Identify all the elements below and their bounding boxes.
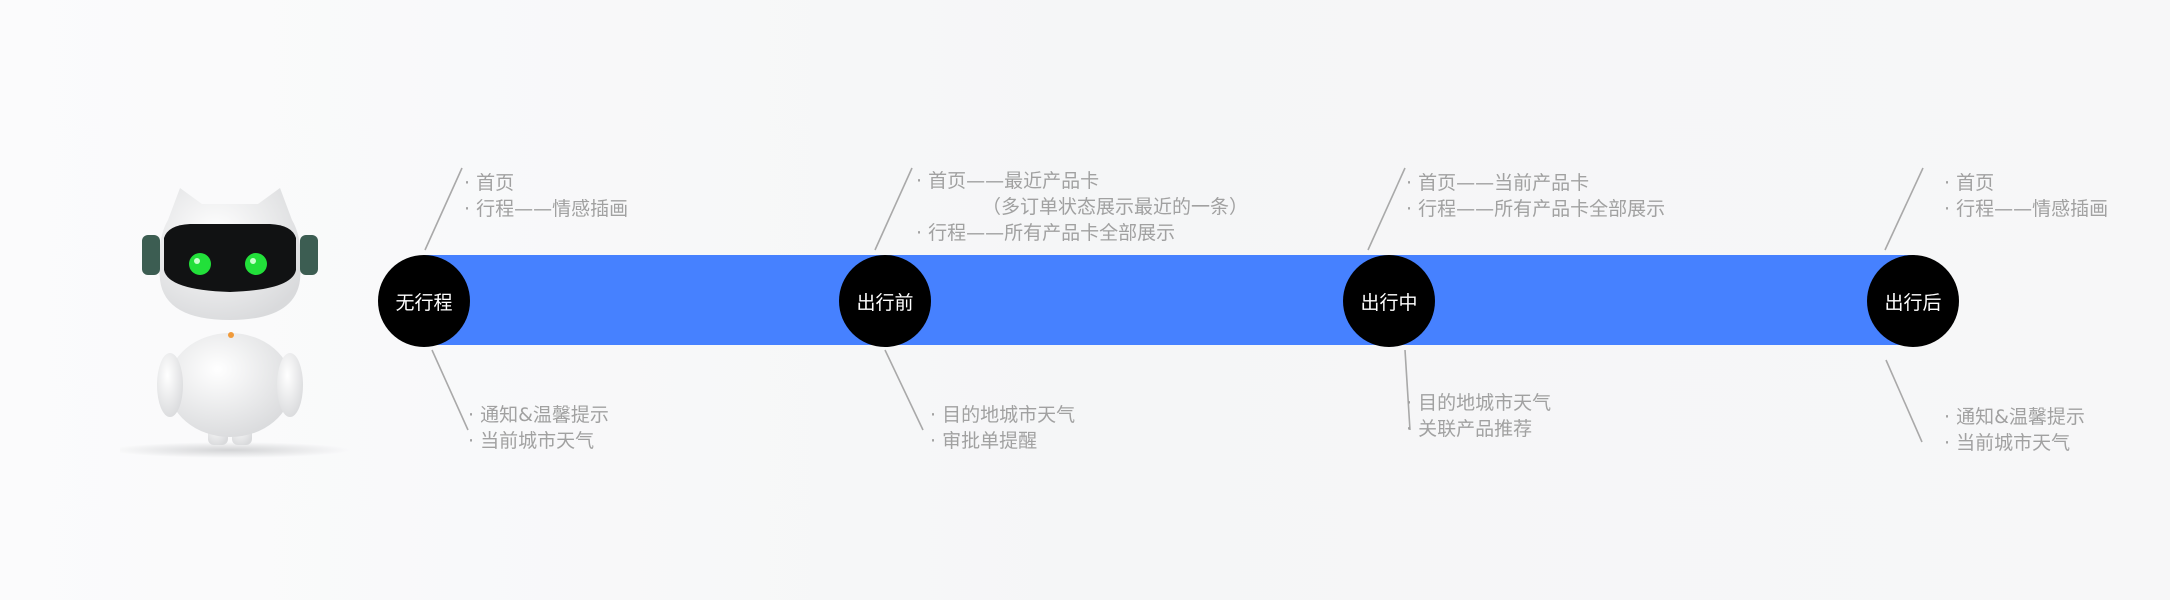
stage-4-bottom-notes: · 通知&温馨提示 · 当前城市天气 bbox=[1944, 404, 2085, 456]
connector-bottom-3 bbox=[1404, 349, 1411, 431]
note-line: · 通知&温馨提示 bbox=[1944, 406, 2085, 428]
stage-1-top-notes: · 首页 · 行程——情感插画 bbox=[464, 170, 628, 222]
note-line: · 当前城市天气 bbox=[1944, 432, 2071, 454]
note-line: · 首页 bbox=[1944, 172, 1995, 194]
connector-top-3 bbox=[1367, 167, 1406, 251]
timeline-bar bbox=[425, 255, 1915, 345]
stage-node-post-trip: 出行后 bbox=[1867, 255, 1959, 347]
connector-top-1 bbox=[424, 167, 463, 251]
note-line: · 行程——所有产品卡全部展示 bbox=[916, 222, 1176, 244]
note-line: · 审批单提醒 bbox=[930, 430, 1038, 452]
connector-top-4 bbox=[1884, 167, 1924, 251]
note-line: · 通知&温馨提示 bbox=[468, 404, 609, 426]
note-line: （多订单状态展示最近的一条） bbox=[982, 196, 1249, 218]
stage-node-in-trip: 出行中 bbox=[1343, 255, 1435, 347]
stage-node-pre-trip: 出行前 bbox=[839, 255, 931, 347]
note-line: · 行程——所有产品卡全部展示 bbox=[1406, 198, 1666, 220]
connector-bottom-1 bbox=[431, 349, 469, 431]
note-line: · 行程——情感插画 bbox=[1944, 198, 2109, 220]
note-line: · 首页——最近产品卡 bbox=[916, 170, 1100, 192]
note-line: · 当前城市天气 bbox=[468, 430, 595, 452]
note-line: · 目的地城市天气 bbox=[1406, 392, 1552, 414]
note-line: · 目的地城市天气 bbox=[930, 404, 1076, 426]
note-line: · 关联产品推荐 bbox=[1406, 418, 1533, 440]
connector-top-2 bbox=[874, 167, 913, 251]
note-line: · 首页——当前产品卡 bbox=[1406, 172, 1590, 194]
connector-bottom-2 bbox=[884, 349, 924, 431]
stage-3-bottom-notes: · 目的地城市天气 · 关联产品推荐 bbox=[1406, 390, 1551, 442]
stage-1-bottom-notes: · 通知&温馨提示 · 当前城市天气 bbox=[468, 402, 609, 454]
connector-bottom-4 bbox=[1885, 359, 1923, 443]
note-line: · 行程——情感插画 bbox=[464, 198, 629, 220]
stage-4-top-notes: · 首页 · 行程——情感插画 bbox=[1944, 170, 2108, 222]
stage-2-top-notes: · 首页——最近产品卡 （多订单状态展示最近的一条） · 行程——所有产品卡全部… bbox=[916, 168, 1248, 246]
stage-3-top-notes: · 首页——当前产品卡 · 行程——所有产品卡全部展示 bbox=[1406, 170, 1665, 222]
stage-2-bottom-notes: · 目的地城市天气 · 审批单提醒 bbox=[930, 402, 1075, 454]
stage-node-no-trip: 无行程 bbox=[378, 255, 470, 347]
note-line: · 首页 bbox=[464, 172, 515, 194]
robot-mascot bbox=[120, 188, 350, 458]
